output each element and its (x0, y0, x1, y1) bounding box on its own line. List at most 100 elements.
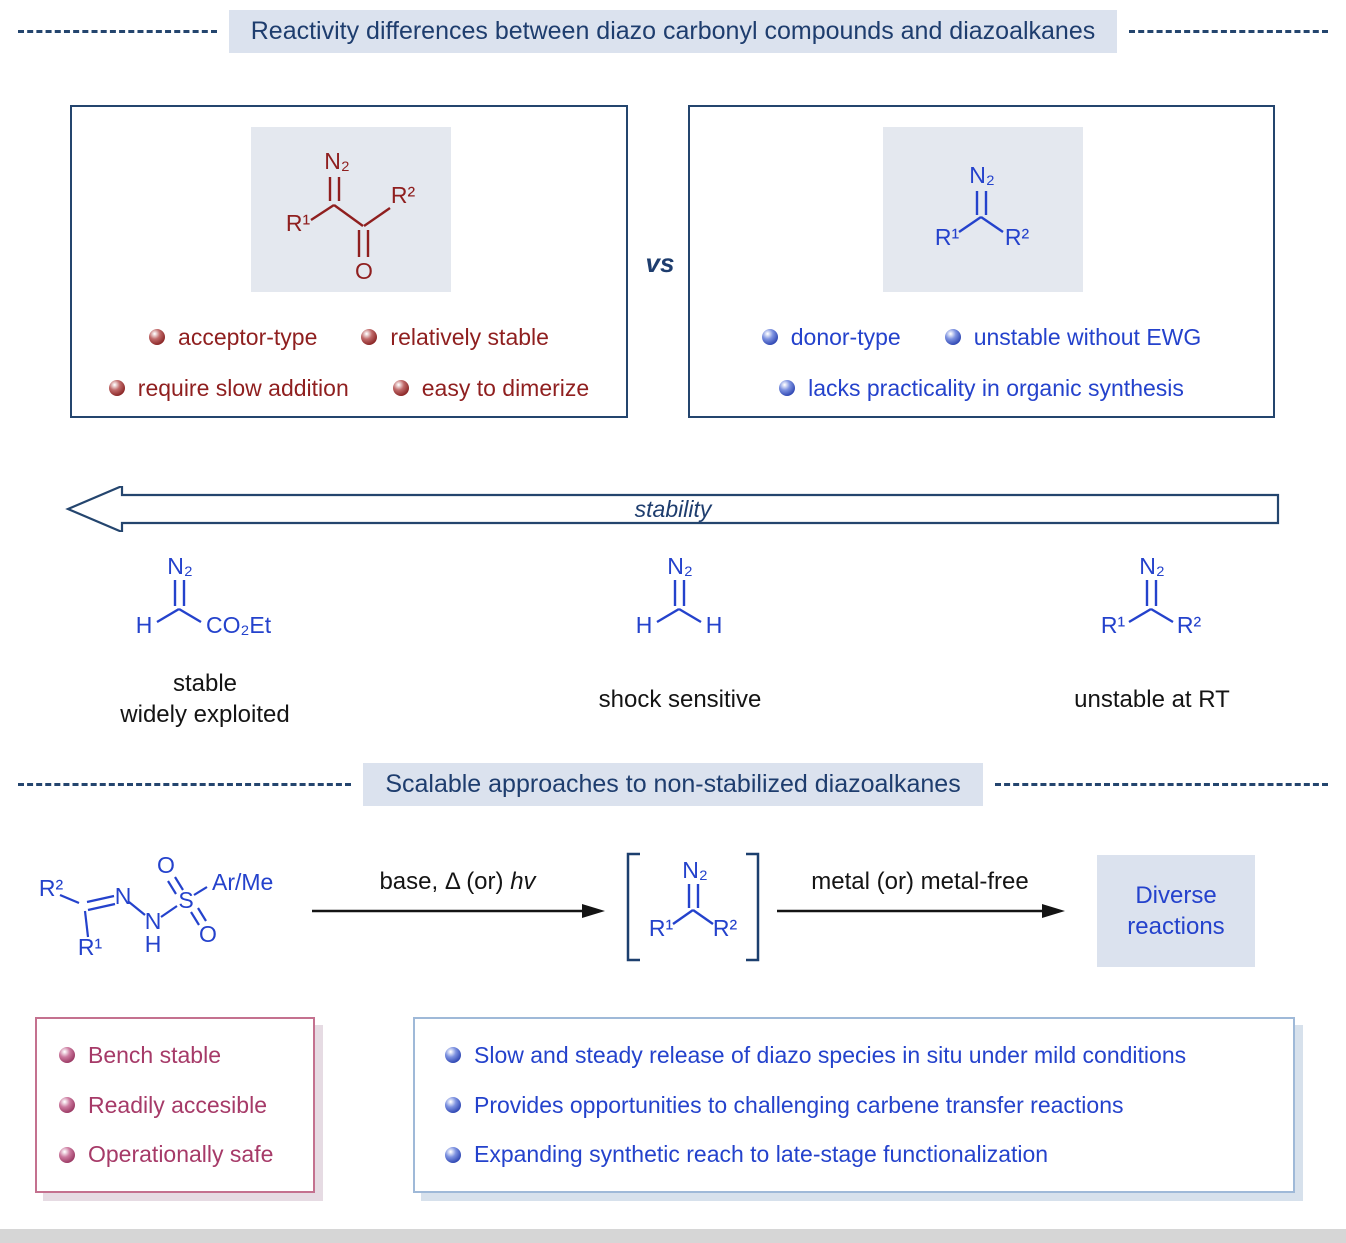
bullet-label: acceptor-type (178, 323, 318, 350)
reaction-arrow-1 (312, 904, 605, 918)
label-n2: N₂ (667, 553, 693, 579)
atom-labels: N₂ R¹ R² O (286, 148, 416, 284)
diazoalkane-box: N₂ R¹ R² donor-type unstable without EWG… (688, 105, 1275, 418)
ethyl-diazoacetate-structure: N₂ H CO₂Et (136, 553, 272, 638)
diazoalkane-bullets-row2: lacks practicality in organic synthesis (690, 372, 1273, 404)
label-ar-me: Ar/Me (212, 869, 273, 895)
caption-line: unstable at RT (1074, 686, 1230, 713)
bullet-sphere-icon (779, 380, 796, 396)
arrow2-label: metal (or) metal-free (811, 868, 1029, 895)
vs-label: vs (645, 248, 675, 278)
label-o: O (355, 258, 373, 284)
example-caption: shock sensitive (575, 684, 785, 715)
bullet-label: Operationally safe (88, 1141, 274, 1168)
label-h-left: H (636, 612, 653, 638)
bullet-sphere-icon (59, 1097, 75, 1113)
bullet-item: unstable without EWG (944, 324, 1201, 351)
example-caption: unstable at RT (1047, 684, 1257, 715)
bullet-label: donor-type (790, 323, 901, 350)
section1-header: Reactivity differences between diazo car… (18, 10, 1328, 53)
label-n2: N₂ (324, 148, 350, 174)
label-r2: R² (1177, 612, 1202, 638)
diazoalkane-bullets-row1: donor-type unstable without EWG (690, 321, 1273, 353)
label-r1: R¹ (649, 915, 674, 941)
bullet-label: Provides opportunities to challenging ca… (474, 1091, 1124, 1118)
bullet-item: Bench stable (59, 1042, 313, 1069)
example-diazoalkane-rt: N₂ R¹ R² unstable at RT (1047, 552, 1257, 732)
bullet-label: require slow addition (137, 374, 349, 401)
approach-benefits-box: Slow and steady release of diazo species… (413, 1017, 1295, 1193)
bullet-label: Expanding synthetic reach to late-stage … (474, 1141, 1049, 1168)
hydrazone-benefits-box: Bench stable Readily accesible Operation… (35, 1017, 315, 1193)
label-r1: R¹ (286, 210, 311, 236)
diazoalkane-rt-structure: N₂ R¹ R² (1101, 553, 1202, 638)
bond-lines (958, 191, 1004, 233)
label-n2: N₂ (682, 857, 708, 883)
bond-lines (656, 580, 702, 624)
example-caption: stable widely exploited (100, 668, 310, 730)
bullet-label: relatively stable (390, 323, 549, 350)
bullet-item: Operationally safe (59, 1141, 313, 1168)
atom-labels: N₂ R¹ R² (649, 857, 738, 941)
bullet-sphere-icon (944, 329, 961, 345)
dashed-line-right (994, 783, 1329, 786)
label-o-top: O (157, 852, 175, 878)
diverse-reactions-box: Diverse reactions (1097, 855, 1255, 967)
arrow1-label-pre: base, Δ (or) (379, 868, 511, 895)
label-h: H (136, 612, 153, 638)
bullet-sphere-icon (59, 1047, 75, 1064)
bullet-label: Slow and steady release of diazo species… (474, 1041, 1187, 1068)
section2-header: Scalable approaches to non-stabilized di… (18, 763, 1329, 806)
arrow1-label: base, Δ (or) hv (310, 868, 605, 896)
bullet-sphere-icon (445, 1146, 461, 1163)
bracket-lines (626, 852, 760, 962)
bond-lines (156, 580, 202, 624)
bullet-sphere-icon (361, 329, 378, 345)
label-r1: R¹ (935, 224, 960, 250)
diazo-carbonyl-structure: N₂ R¹ R² O (286, 148, 416, 284)
diazo-carbonyl-bullets-row2: require slow addition easy to dimerize (72, 372, 626, 404)
atom-labels: N₂ H H (636, 553, 723, 638)
bullet-sphere-icon (392, 380, 409, 396)
diazoalkane-structure: N₂ R¹ R² (935, 162, 1030, 250)
label-r2: R² (391, 182, 416, 208)
bottom-gray-band (0, 1229, 1346, 1243)
label-r2: R² (713, 915, 738, 941)
bullet-item: donor-type (761, 323, 901, 351)
bullet-label: easy to dimerize (421, 374, 590, 401)
bullet-item: Readily accesible (59, 1092, 313, 1119)
diazoalkane-structure-panel: N₂ R¹ R² (883, 127, 1083, 292)
reaction-arrow-2 (777, 904, 1065, 918)
bracketed-diazoalkane-intermediate: N₂ R¹ R² (626, 852, 760, 962)
diazo-carbonyl-structure-panel: N₂ R¹ R² O (251, 127, 451, 292)
bullet-item: easy to dimerize (392, 374, 590, 402)
label-h-right: H (706, 612, 723, 638)
caption-line: widely exploited (120, 701, 290, 728)
label-co2et: CO₂Et (206, 612, 272, 638)
dashed-line-right (1129, 30, 1328, 33)
caption-line: shock sensitive (598, 686, 762, 713)
bullet-sphere-icon (59, 1146, 75, 1163)
bullet-item: require slow addition (108, 374, 349, 402)
label-n2: N₂ (167, 553, 193, 579)
label-h: H (145, 931, 162, 957)
arrow1-label-hv: hv (510, 868, 536, 895)
bullet-item: Slow and steady release of diazo species… (445, 1042, 1293, 1069)
label-n2: N (145, 908, 162, 934)
label-n2: N₂ (969, 162, 995, 188)
atom-labels: N₂ H CO₂Et (136, 553, 272, 638)
bullet-label: Bench stable (88, 1041, 221, 1068)
stability-arrow: stability (65, 486, 1280, 532)
bullet-sphere-icon (445, 1047, 461, 1064)
diazo-carbonyl-box: N₂ R¹ R² O acceptor-type relatively stab… (70, 105, 628, 418)
bond-lines (59, 876, 208, 938)
bullet-item: lacks practicality in organic synthesis (779, 375, 1184, 402)
bond-lines (672, 884, 714, 925)
example-diazomethane: N₂ H H shock sensitive (575, 552, 785, 732)
atom-labels: R² R¹ N N H S O O Ar/Me (39, 852, 273, 960)
bullet-sphere-icon (761, 329, 778, 345)
diazo-carbonyl-bullets-row1: acceptor-type relatively stable (72, 321, 626, 353)
diazomethane-structure: N₂ H H (636, 553, 723, 638)
label-r2: R² (1005, 224, 1030, 250)
